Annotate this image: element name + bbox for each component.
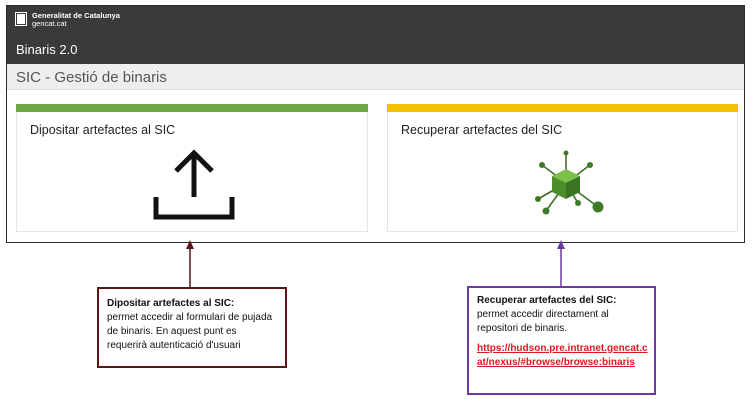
top-header-bar: Generalitat de Catalunya gencat.cat Bina…: [7, 6, 744, 64]
org-name: Generalitat de Catalunya: [32, 11, 120, 20]
card-accent-stripe: [16, 104, 368, 112]
generalitat-bars-icon: [15, 12, 27, 26]
callout-body: permet accedir al formulari de pujada de…: [107, 312, 273, 351]
nexus-repository-link[interactable]: https://hudson.pre.intranet.gencat.cat/n…: [477, 343, 648, 368]
generalitat-logo[interactable]: Generalitat de Catalunya gencat.cat: [15, 12, 120, 28]
callout-retrieve: Recuperar artefactes del SIC: permet acc…: [467, 286, 656, 395]
card-deposit-artifacts[interactable]: Dipositar artefactes al SIC: [16, 104, 368, 232]
callout-title: Dipositar artefactes al SIC:: [107, 298, 235, 309]
card-retrieve-artifacts[interactable]: Recuperar artefactes del SIC: [387, 104, 738, 232]
card-title: Recuperar artefactes del SIC: [401, 123, 563, 137]
cube-network-icon: [535, 150, 604, 215]
page-title: SIC - Gestió de binaris: [16, 69, 167, 86]
card-accent-stripe: [387, 104, 738, 112]
connector-retrieve: [557, 240, 565, 286]
upload-icon: [153, 149, 235, 220]
connector-deposit: [186, 240, 194, 287]
app-title[interactable]: Binaris 2.0: [16, 42, 78, 57]
callout-body: permet accedir directament al repositori…: [477, 309, 609, 334]
callout-deposit: Dipositar artefactes al SIC: permet acce…: [97, 287, 287, 368]
generalitat-logo-text: Generalitat de Catalunya gencat.cat: [32, 12, 120, 28]
card-title: Dipositar artefactes al SIC: [30, 123, 176, 137]
page-title-bar: SIC - Gestió de binaris: [7, 64, 744, 90]
org-site: gencat.cat: [32, 19, 67, 28]
callout-title: Recuperar artefactes del SIC:: [477, 295, 617, 306]
browser-frame: Generalitat de Catalunya gencat.cat Bina…: [6, 5, 745, 243]
